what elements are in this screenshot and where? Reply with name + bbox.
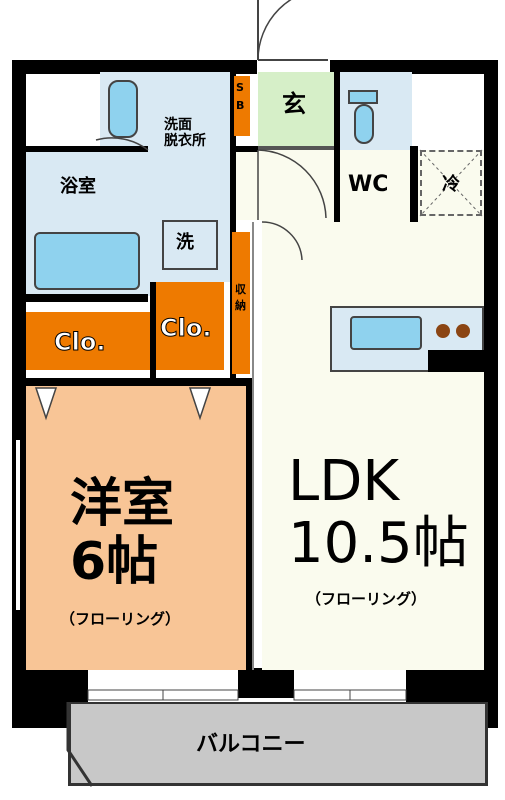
- label-shuno-1: 収: [235, 283, 246, 296]
- washing-machine-pan: [162, 220, 218, 270]
- outer-wall-top-right: [330, 60, 498, 74]
- wall-ldk-left-line: [252, 222, 254, 670]
- label-sb-s: S: [236, 81, 244, 94]
- label-balcony: バルコニー: [196, 732, 306, 757]
- wall-closet-divider: [150, 282, 156, 378]
- label-ldk-1: LDK: [288, 449, 400, 514]
- wall-wc-right: [410, 146, 418, 222]
- wall-wc-left: [334, 72, 340, 222]
- kitchen-sink: [350, 316, 422, 350]
- label-youshitsu-1: 洋室: [70, 474, 175, 534]
- label-genkan: 玄: [282, 90, 306, 118]
- label-yokushitsu: 浴室: [60, 176, 96, 197]
- corner-block-bottom-mid: [238, 668, 294, 698]
- wall-senmen-right: [230, 72, 236, 382]
- label-senmen-2: 脱衣所: [164, 133, 206, 149]
- wall-bath-top: [26, 146, 148, 152]
- label-sen: 洗: [176, 232, 194, 253]
- wall-western-top: [26, 378, 252, 386]
- toilet-tank: [348, 90, 378, 104]
- label-sb-b: B: [236, 99, 245, 112]
- closet-left: [26, 312, 150, 370]
- washbasin: [108, 80, 138, 138]
- wall-hall-top: [236, 146, 258, 152]
- label-youshitsu-2: 6帖: [70, 532, 159, 592]
- wall-entrance-bottom: [258, 146, 334, 150]
- bathtub: [34, 232, 140, 290]
- entrance-room: [258, 72, 338, 148]
- outer-wall-right: [484, 60, 498, 722]
- label-rei: 冷: [442, 174, 460, 195]
- hallway: [236, 150, 336, 220]
- toilet-bowl: [354, 104, 374, 144]
- wall-western-right: [246, 378, 252, 670]
- wall-bath-bottom: [26, 294, 148, 302]
- western-room: [26, 386, 248, 670]
- label-clo-right: Clo.: [159, 314, 212, 342]
- label-youshitsu-floor: （フローリング）: [60, 610, 181, 628]
- storage: [232, 232, 250, 374]
- label-clo-left: Clo.: [53, 328, 106, 356]
- stove-burner-1: [436, 324, 450, 338]
- kitchen-wall-block: [428, 350, 484, 372]
- sb-closet: [234, 76, 250, 136]
- fridge-space: [420, 150, 482, 216]
- label-shuno-2: 納: [235, 299, 246, 312]
- label-senmen-1: 洗面: [164, 117, 192, 133]
- balcony: [68, 702, 488, 786]
- ldk-room: [262, 150, 484, 670]
- stove-burner-2: [456, 324, 470, 338]
- outer-wall-top: [12, 60, 257, 74]
- label-wc: WC: [348, 172, 389, 197]
- closet-right: [156, 282, 224, 370]
- label-ldk-floor: （フローリング）: [306, 590, 427, 608]
- label-ldk-2: 10.5帖: [288, 511, 469, 576]
- outer-wall-left: [12, 60, 26, 722]
